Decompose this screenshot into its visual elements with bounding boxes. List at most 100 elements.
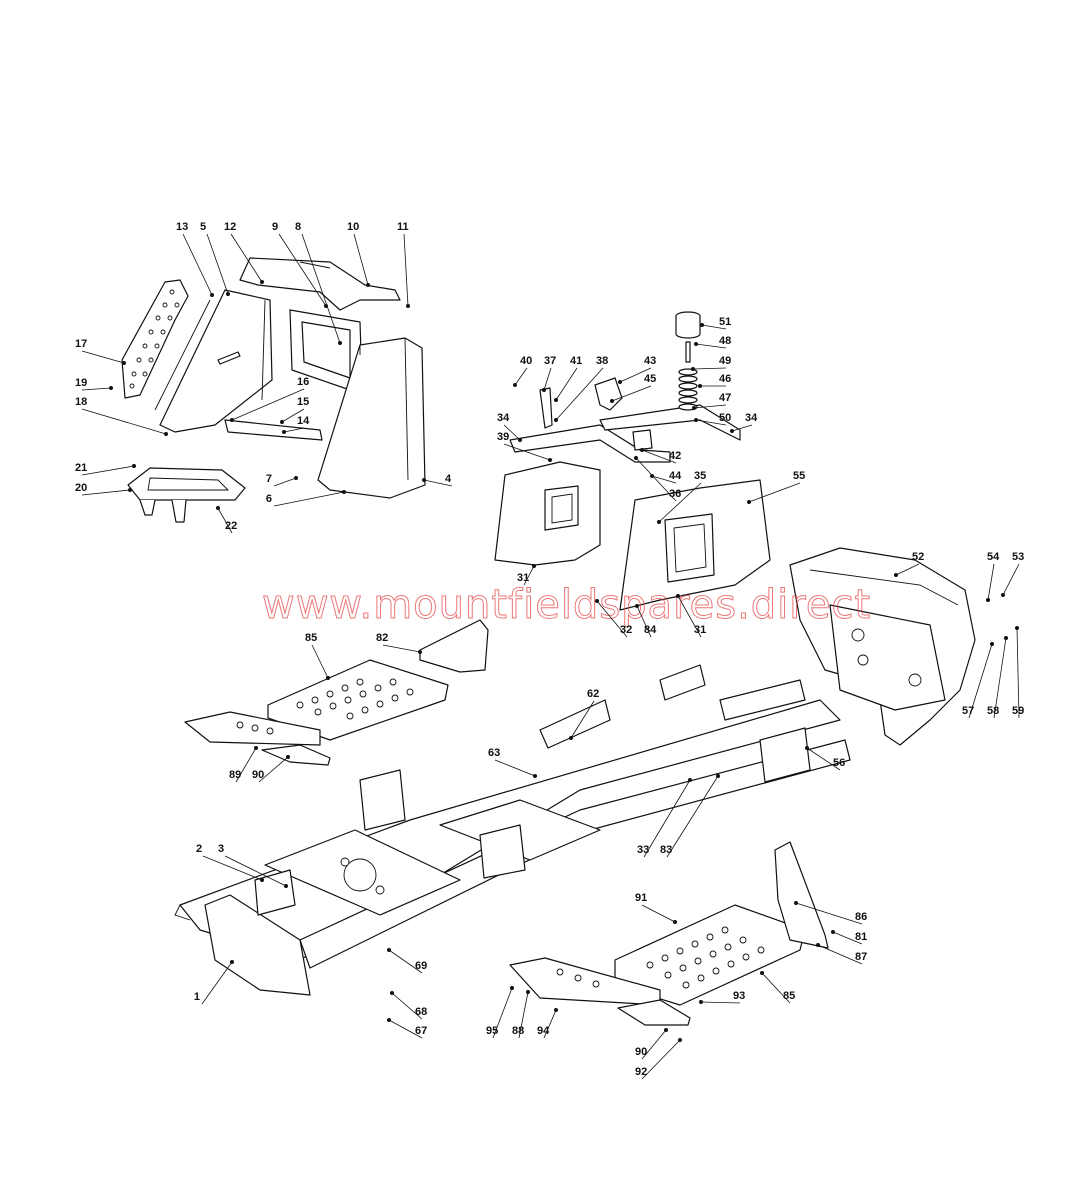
callout-19: 19 xyxy=(75,377,113,391)
part-number-label: 83 xyxy=(660,844,672,856)
callout-8: 8 xyxy=(295,221,342,345)
leader-dot xyxy=(691,367,695,371)
part-number-label: 54 xyxy=(987,551,1000,563)
leader-line xyxy=(817,944,863,965)
leader-dot xyxy=(132,464,136,468)
part-number-label: 49 xyxy=(719,355,731,367)
callout-45: 45 xyxy=(610,373,656,403)
tower-panel-4 xyxy=(317,337,426,499)
part-number-label: 43 xyxy=(644,355,656,367)
leader-line xyxy=(635,457,677,502)
part-number-label: 88 xyxy=(512,1025,524,1037)
leader-line xyxy=(201,961,233,1005)
leader-line xyxy=(81,465,135,476)
leader-line xyxy=(987,563,995,601)
leader-dot xyxy=(109,386,113,390)
leader-dot xyxy=(326,676,330,680)
part-number-label: 48 xyxy=(719,335,731,347)
leader-dot xyxy=(554,418,558,422)
leader-dot xyxy=(387,1018,391,1022)
leader-line xyxy=(235,747,257,783)
bracket-86 xyxy=(774,841,829,949)
part-number-label: 55 xyxy=(793,470,805,482)
callout-53: 53 xyxy=(1001,551,1024,597)
callout-50: 50 xyxy=(694,412,731,426)
callout-84: 84 xyxy=(635,604,657,638)
leader-dot xyxy=(698,384,702,388)
dash-frame-8 xyxy=(289,309,363,391)
leader-dot xyxy=(533,774,537,778)
part-number-label: 12 xyxy=(224,221,236,233)
callout-69: 69 xyxy=(387,948,427,974)
callout-93: 93 xyxy=(699,990,745,1004)
leader-line xyxy=(806,747,841,771)
leader-line xyxy=(731,424,753,432)
callout-48: 48 xyxy=(694,335,731,349)
part-number-label: 16 xyxy=(297,376,309,388)
bracket-82 xyxy=(419,619,489,673)
callout-16: 16 xyxy=(230,376,309,422)
leader-line xyxy=(641,1029,667,1060)
part-number-label: 59 xyxy=(1012,705,1024,717)
leader-line xyxy=(636,605,652,638)
leader-line xyxy=(666,775,719,858)
bracket-43 xyxy=(594,377,623,411)
callout-20: 20 xyxy=(75,482,132,496)
part-number-label: 89 xyxy=(229,769,241,781)
callout-90: 90 xyxy=(635,1028,668,1060)
leader-dot xyxy=(794,901,798,905)
leader-line xyxy=(695,419,727,426)
leader-dot xyxy=(894,573,898,577)
callout-49: 49 xyxy=(691,355,731,371)
callout-18: 18 xyxy=(75,396,168,436)
leader-dot xyxy=(650,474,654,478)
seat-tower-31-right xyxy=(619,479,771,611)
leader-dot xyxy=(990,642,994,646)
pin-48 xyxy=(685,341,691,363)
bracket-37 xyxy=(539,387,553,429)
leader-line xyxy=(700,1001,741,1004)
callout-68: 68 xyxy=(390,991,427,1020)
leader-dot xyxy=(805,746,809,750)
part-number-label: 68 xyxy=(415,1006,427,1018)
step-88 xyxy=(509,957,691,1026)
callout-37: 37 xyxy=(542,355,556,392)
part-number-label: 6 xyxy=(266,493,272,505)
callout-42: 42 xyxy=(640,448,681,464)
leader-dot xyxy=(406,304,410,308)
leader-line xyxy=(514,367,528,386)
part-number-label: 39 xyxy=(497,431,509,443)
leader-line xyxy=(224,855,287,887)
leader-dot xyxy=(226,292,230,296)
plate-42 xyxy=(632,429,653,451)
leader-line xyxy=(695,343,727,349)
leader-dot xyxy=(692,406,696,410)
leader-dot xyxy=(418,650,422,654)
leader-line xyxy=(895,563,920,576)
callout-31: 31 xyxy=(676,594,706,638)
leader-line xyxy=(217,507,233,534)
callout-9: 9 xyxy=(272,221,328,308)
part-number-label: 51 xyxy=(719,316,731,328)
callout-57: 57 xyxy=(962,642,994,719)
part-number-label: 37 xyxy=(544,355,556,367)
leader-line xyxy=(494,759,536,777)
callout-43: 43 xyxy=(618,355,656,384)
callout-94: 94 xyxy=(537,1008,558,1039)
part-number-label: 2 xyxy=(196,843,202,855)
part-number-label: 31 xyxy=(694,624,706,636)
leader-dot xyxy=(284,884,288,888)
part-number-label: 18 xyxy=(75,396,87,408)
part-number-label: 58 xyxy=(987,705,999,717)
leader-dot xyxy=(569,736,573,740)
part-number-label: 90 xyxy=(635,1046,647,1058)
leader-dot xyxy=(747,500,751,504)
leader-dot xyxy=(294,476,298,480)
leader-dot xyxy=(618,380,622,384)
leader-dot xyxy=(390,991,394,995)
leader-dot xyxy=(554,398,558,402)
leader-dot xyxy=(694,418,698,422)
leader-line xyxy=(693,404,727,409)
